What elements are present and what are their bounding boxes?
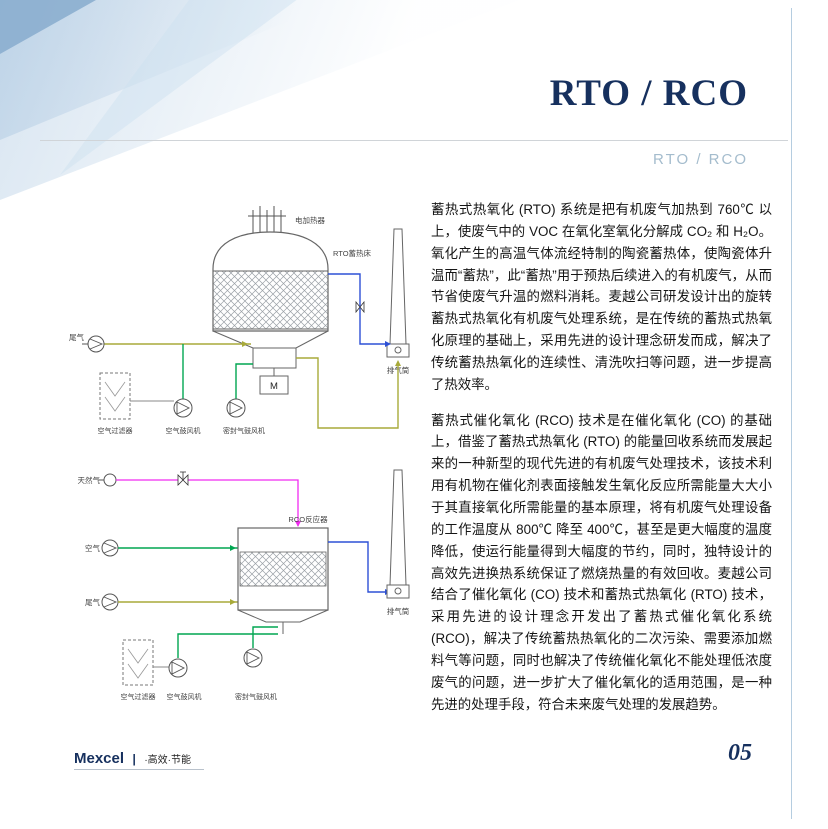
gas-valve-icon <box>177 471 189 486</box>
brand-logo-text: Mexcel <box>74 750 125 767</box>
rto-tank <box>212 231 329 349</box>
diagram-area: 电加热器 RTO蓄热床 M 排气筒 <box>56 196 428 707</box>
page-subtitle: RTO / RCO <box>653 151 748 168</box>
exhaust-stack <box>386 469 410 599</box>
air-blower-icon <box>173 398 193 418</box>
air-label: 空气 <box>85 543 100 553</box>
brand-separator: | <box>132 752 136 766</box>
pipe-olive-bypass <box>296 357 399 429</box>
footer-rule <box>74 769 204 770</box>
body-text-column: 蓄热式热氧化 (RTO) 系统是把有机废气加热到 760℃ 以上，使废气中的 V… <box>431 199 772 715</box>
reactor-label: RCO反应器 <box>288 514 328 524</box>
bed-label: RTO蓄热床 <box>333 248 372 258</box>
naturalgas-inlet-icon <box>98 473 117 487</box>
stack-label: 排气筒 <box>387 606 410 616</box>
paragraph-rco: 蓄热式催化氧化 (RCO) 技术是在催化氧化 (CO) 的基础上，借鉴了蓄热式热… <box>431 412 772 712</box>
naturalgas-label: 天然气 <box>78 475 101 485</box>
rco-process-diagram: 天然气 空气 尾气 <box>78 469 410 701</box>
reactor-funnel <box>237 609 329 623</box>
tailgas-label: 尾气 <box>85 597 100 607</box>
tailgas-fan-icon <box>101 593 119 611</box>
pipe-magenta-gas <box>116 479 299 526</box>
pipe-blue-arrow <box>385 341 391 347</box>
air-blower-icon <box>168 658 188 678</box>
pipe-green-seal <box>235 363 253 399</box>
air-filter-icon <box>99 372 131 420</box>
pipe-blue-exhaust <box>328 541 385 593</box>
motor-box <box>259 375 289 395</box>
seal-gas-blower-icon <box>226 398 246 418</box>
heater-label: 电加热器 <box>295 215 325 225</box>
pipe-tailgas-arrow <box>230 599 236 605</box>
rco-reactor <box>237 527 329 611</box>
pipe-blue-exhaust <box>328 273 385 345</box>
exhaust-stack <box>386 228 410 358</box>
air-filter-label: 空气过滤器 <box>121 692 156 701</box>
valve-icon <box>355 300 365 314</box>
pipe-magenta-arrow <box>295 521 301 527</box>
pipe-green-arrow <box>230 545 236 551</box>
page-title: RTO / RCO <box>549 73 748 114</box>
tailgas-fan-icon <box>82 335 105 353</box>
header-divider <box>40 140 788 141</box>
footer-brand: Mexcel | ·高效·节能 <box>74 750 191 768</box>
rto-process-diagram: 电加热器 RTO蓄热床 M 排气筒 <box>69 206 410 435</box>
tailgas-label: 尾气 <box>69 332 84 342</box>
motor-label: M <box>270 381 278 392</box>
brand-tagline: ·高效·节能 <box>144 755 191 766</box>
air-blower-label: 空气鼓风机 <box>167 692 202 701</box>
air-filter-icon <box>122 639 154 686</box>
page-number: 05 <box>728 740 752 766</box>
pipe-olive-arrow <box>395 360 401 366</box>
air-blower-label: 空气鼓风机 <box>166 426 201 435</box>
air-filter-label: 空气过滤器 <box>98 426 133 435</box>
oxidation-chamber <box>252 347 297 369</box>
paragraph-rto: 蓄热式热氧化 (RTO) 系统是把有机废气加热到 760℃ 以上，使废气中的 V… <box>431 202 772 392</box>
pipe-tailgas-arrow <box>242 341 248 347</box>
seal-gas-blower-icon <box>243 648 263 668</box>
seal-blower-label: 密封气鼓风机 <box>223 426 265 435</box>
page-edge-line <box>791 8 792 819</box>
pipe-green-seal <box>252 626 278 648</box>
seal-blower-label: 密封气鼓风机 <box>235 692 277 701</box>
pipe-green-blower <box>177 633 278 658</box>
air-fan-icon <box>101 539 119 557</box>
